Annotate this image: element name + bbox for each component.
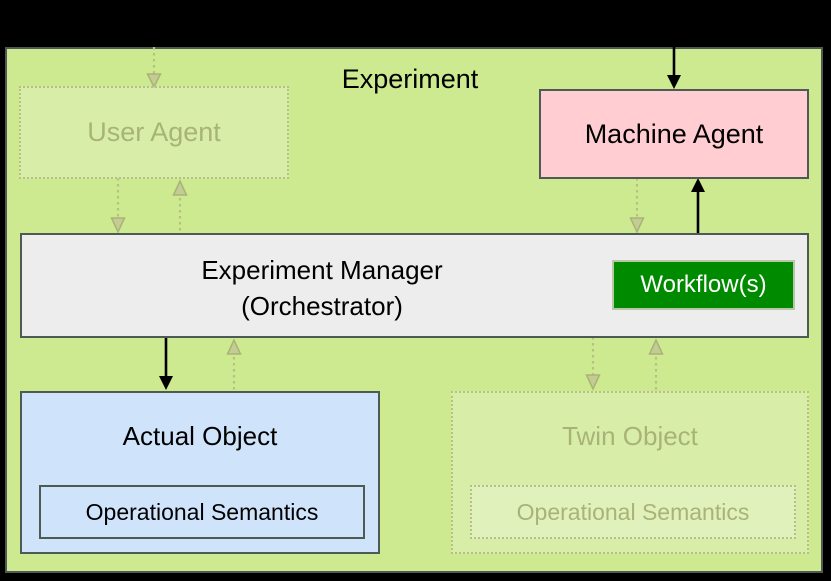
node-experiment-manager[interactable]: Experiment Manager (Orchestrator) Workfl…	[20, 233, 809, 338]
node-twin-object[interactable]: Twin Object Operational Semantics	[451, 391, 809, 554]
node-twin-object-operational-semantics[interactable]: Operational Semantics	[470, 485, 796, 539]
connector-machine-agent-to-manager	[629, 178, 659, 236]
connector-manager-to-user-agent	[172, 178, 202, 236]
connector-manager-to-actual-object	[158, 337, 188, 393]
connector-user-agent-to-manager	[110, 178, 140, 236]
node-machine-agent-label: Machine Agent	[584, 118, 764, 149]
node-actual-object-operational-semantics[interactable]: Operational Semantics	[39, 485, 365, 539]
page-title: Experiment	[341, 64, 479, 94]
node-machine-agent[interactable]: Machine Agent	[539, 89, 809, 179]
connector-manager-to-twin-object	[585, 337, 615, 393]
node-workflows[interactable]: Workflow(s)	[612, 260, 795, 310]
node-twin-object-label: Twin Object	[562, 421, 698, 451]
node-experiment-manager-label: Experiment Manager (Orchestrator)	[201, 255, 443, 321]
connector-twin-object-to-manager	[648, 337, 678, 393]
node-user-agent[interactable]: User Agent	[19, 86, 289, 179]
connector-manager-to-machine-agent	[690, 177, 720, 235]
connector-external-to-machine-agent	[666, 47, 706, 91]
node-twin-object-operational-semantics-label: Operational Semantics	[516, 498, 750, 525]
node-actual-object[interactable]: Actual Object Operational Semantics	[20, 391, 380, 554]
connector-external-to-user-agent	[146, 47, 186, 91]
node-workflows-label: Workflow(s)	[640, 271, 767, 298]
node-actual-object-label: Actual Object	[122, 421, 278, 451]
node-user-agent-label: User Agent	[87, 117, 221, 148]
connector-actual-object-to-manager	[226, 337, 256, 393]
node-actual-object-operational-semantics-label: Operational Semantics	[85, 498, 319, 525]
